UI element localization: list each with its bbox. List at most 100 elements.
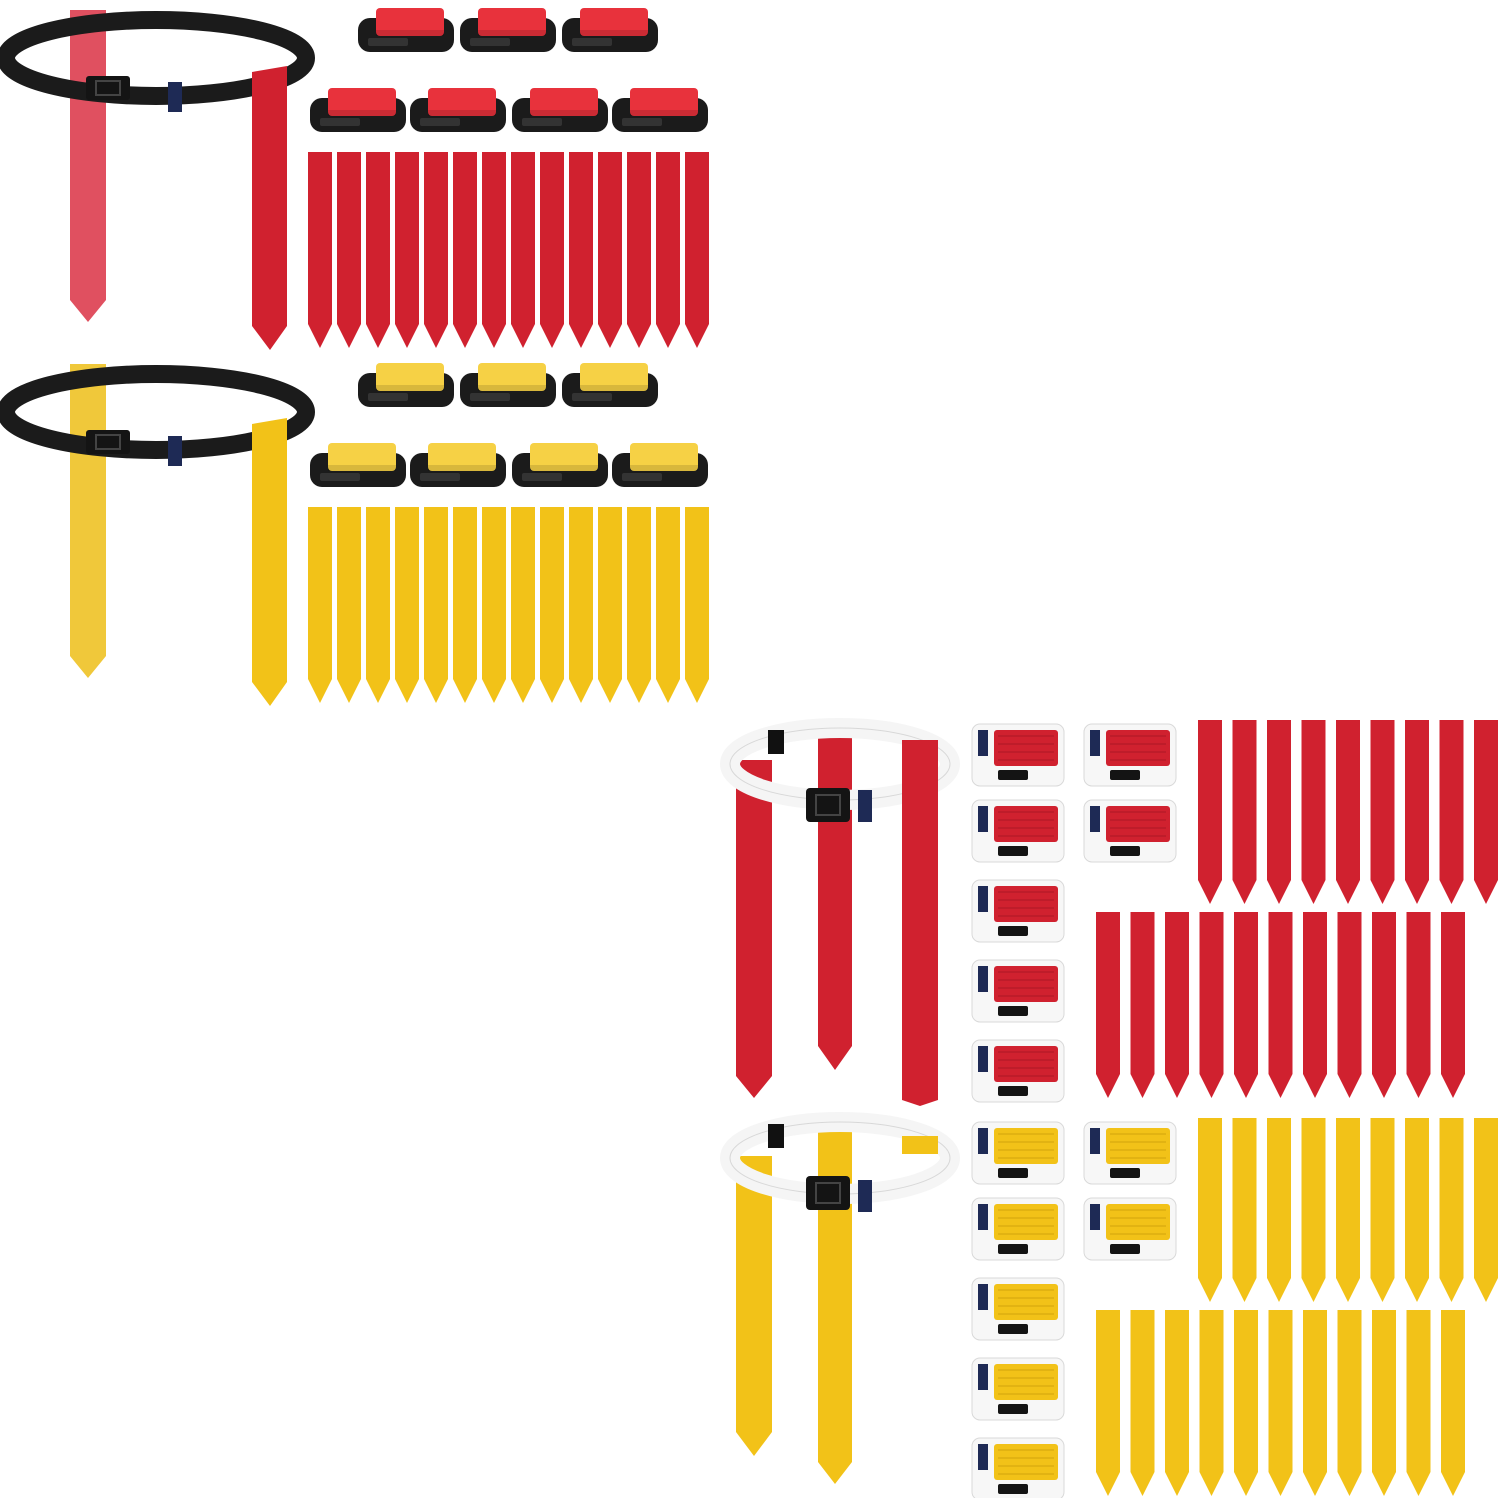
flag-tab	[994, 806, 1058, 842]
belt-ring	[0, 365, 315, 459]
yellow-worn-belt	[0, 364, 315, 706]
flag-front	[818, 1114, 852, 1484]
loose-flag	[1303, 1310, 1327, 1496]
rolled-belt	[612, 443, 708, 487]
loose-flag	[395, 152, 419, 348]
flag-tab	[530, 88, 598, 116]
rolled-belt	[562, 8, 658, 52]
loose-flag	[1165, 1310, 1189, 1496]
rolled-belts	[971, 723, 1177, 1103]
loose-flag	[1337, 912, 1362, 1098]
brand-label	[978, 730, 988, 756]
flag-tab	[994, 886, 1058, 922]
flag-tab	[994, 1284, 1058, 1320]
rolled-belt	[310, 88, 406, 132]
loose-flag	[337, 152, 361, 348]
brand-label	[1090, 1128, 1100, 1154]
loose-flag	[1096, 912, 1120, 1098]
flag-tab	[630, 443, 698, 471]
buckle	[998, 1168, 1028, 1178]
flag-right-stub	[902, 1136, 938, 1154]
loose-flag	[1267, 720, 1291, 904]
brand-label	[978, 886, 988, 912]
buckle	[86, 76, 130, 100]
rolled-belt	[971, 1277, 1065, 1341]
brand-label	[978, 1364, 988, 1390]
rolled-belt	[512, 443, 608, 487]
buckle	[998, 926, 1028, 936]
belt-ring	[0, 11, 315, 105]
white-belt-yellow-set	[720, 1112, 1498, 1498]
loose-flag	[308, 152, 332, 348]
loose-flag	[1198, 720, 1222, 904]
buckle	[998, 1086, 1028, 1096]
rolled-belt	[562, 363, 658, 407]
flag-tab	[376, 363, 444, 391]
loose-flag	[337, 507, 361, 703]
flag-tab	[580, 8, 648, 36]
loose-flag	[1441, 912, 1465, 1098]
flag-front	[252, 66, 287, 350]
flag-tab	[478, 363, 546, 391]
loose-flag	[482, 507, 506, 703]
loose-flag	[1474, 1118, 1498, 1302]
loose-flag	[1336, 720, 1360, 904]
loose-flag	[1199, 912, 1224, 1098]
rolled-belt	[1083, 723, 1177, 787]
loose-flag	[1130, 1310, 1155, 1496]
rolled-belt	[358, 8, 454, 52]
loose-flag	[1406, 912, 1431, 1098]
black-belt-yellow-set	[0, 363, 709, 706]
flag-tab	[1106, 730, 1170, 766]
flag-right	[902, 740, 938, 1100]
loose-flag	[656, 152, 680, 348]
buckle	[998, 1006, 1028, 1016]
flag-tab	[428, 88, 496, 116]
loose-flag	[685, 507, 709, 703]
loose-flag	[1439, 720, 1464, 904]
rolled-belt	[358, 363, 454, 407]
rolled-belt	[410, 443, 506, 487]
loose-flag	[424, 152, 448, 348]
buckle	[1110, 770, 1140, 780]
loose-flag	[1267, 1118, 1291, 1302]
loose-flag	[598, 152, 622, 348]
flag-left	[736, 760, 772, 1098]
flag-tab	[328, 443, 396, 471]
flag-tab	[994, 1046, 1058, 1082]
brand-label	[1090, 730, 1100, 756]
loose-flag	[540, 152, 564, 348]
loose-flag	[511, 507, 535, 703]
brand-label	[858, 790, 872, 822]
flag-back	[70, 10, 106, 322]
loose-flag	[1130, 912, 1155, 1098]
brand-label	[1090, 1204, 1100, 1230]
loose-flag	[569, 507, 593, 703]
loose-flag	[1268, 912, 1293, 1098]
loose-flag	[1441, 1310, 1465, 1496]
brand-label	[978, 1128, 988, 1154]
brand-label	[1090, 806, 1100, 832]
rolled-belt	[1083, 1197, 1177, 1261]
buckle	[806, 788, 850, 822]
flag-tab	[478, 8, 546, 36]
brand-label	[978, 1444, 988, 1470]
flag-left	[736, 1156, 772, 1456]
flag-tab	[1106, 806, 1170, 842]
brand-label	[858, 1180, 872, 1212]
flag-tab	[630, 88, 698, 116]
loose-flag	[1198, 1118, 1222, 1302]
buckle	[1110, 1168, 1140, 1178]
rolled-belt	[612, 88, 708, 132]
loose-flag	[1301, 720, 1326, 904]
buckle	[86, 430, 130, 454]
white-belt-red-set	[720, 718, 1498, 1106]
loose-flag	[511, 152, 535, 348]
brand-label	[978, 1046, 988, 1072]
loose-flag	[453, 507, 477, 703]
rolled-belt	[460, 8, 556, 52]
buckle	[1110, 846, 1140, 856]
loose-flag	[1303, 912, 1327, 1098]
rolled-belt	[1083, 1121, 1177, 1185]
black-belt-red-set	[0, 8, 709, 350]
